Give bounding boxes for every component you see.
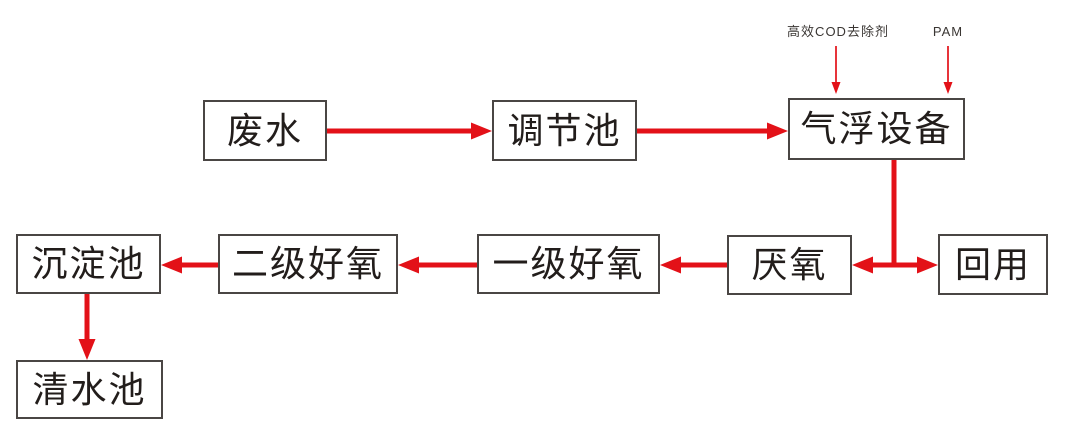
node-regulating-tank: 调节池: [492, 100, 637, 161]
node-wastewater: 废水: [203, 100, 327, 161]
node-label-secondary-aerobic: 二级好氧: [231, 243, 384, 284]
node-label-wastewater: 废水: [226, 109, 303, 151]
node-reuse: 回用: [938, 234, 1048, 295]
node-label-sedimentation: 沉淀池: [31, 243, 146, 284]
node-anaerobic: 厌氧: [727, 235, 852, 295]
arrow-head-branch-to-anaerobic: [852, 256, 873, 274]
arrow-head-regulating-tank-to-air-flotation: [767, 122, 788, 140]
annotation-pam: PAM: [932, 24, 964, 39]
node-label-clear-water-tank: 清水池: [32, 368, 147, 410]
node-air-flotation: 气浮设备: [788, 98, 965, 160]
node-label-regulating-tank: 调节池: [507, 109, 622, 151]
arrow-head-anaerobic-to-primary-aerobic: [660, 256, 681, 274]
node-label-reuse: 回用: [954, 243, 1031, 285]
arrow-head-wastewater-to-regulating-tank: [471, 122, 492, 140]
node-label-anaerobic: 厌氧: [751, 244, 828, 285]
node-secondary-aerobic: 二级好氧: [218, 234, 398, 294]
node-clear-water-tank: 清水池: [16, 360, 163, 419]
arrow-head-primary-to-secondary-aerobic: [398, 256, 419, 274]
node-sedimentation: 沉淀池: [16, 234, 161, 294]
arrow-head-cod-remover-dosing-arrow: [831, 82, 841, 94]
arrow-head-sedimentation-to-clear-water-tank: [78, 339, 96, 360]
annotation-cod-remover: 高效COD去除剂: [787, 24, 889, 39]
arrow-head-pam-dosing-arrow: [943, 82, 953, 94]
node-label-primary-aerobic: 一级好氧: [492, 243, 645, 284]
node-label-air-flotation: 气浮设备: [800, 108, 953, 149]
node-primary-aerobic: 一级好氧: [477, 234, 660, 294]
arrow-head-secondary-aerobic-to-sedimentation: [161, 256, 182, 274]
arrow-head-branch-to-reuse: [917, 256, 938, 274]
